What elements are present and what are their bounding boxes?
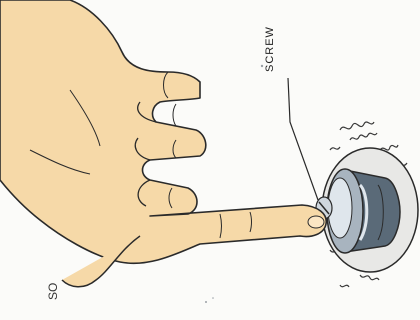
screw-label: SCREW bbox=[264, 12, 280, 72]
paper-specks bbox=[205, 65, 263, 303]
corner-mark: SO bbox=[46, 270, 60, 300]
screw-callout-leader bbox=[288, 78, 318, 200]
door-knob bbox=[327, 169, 400, 253]
